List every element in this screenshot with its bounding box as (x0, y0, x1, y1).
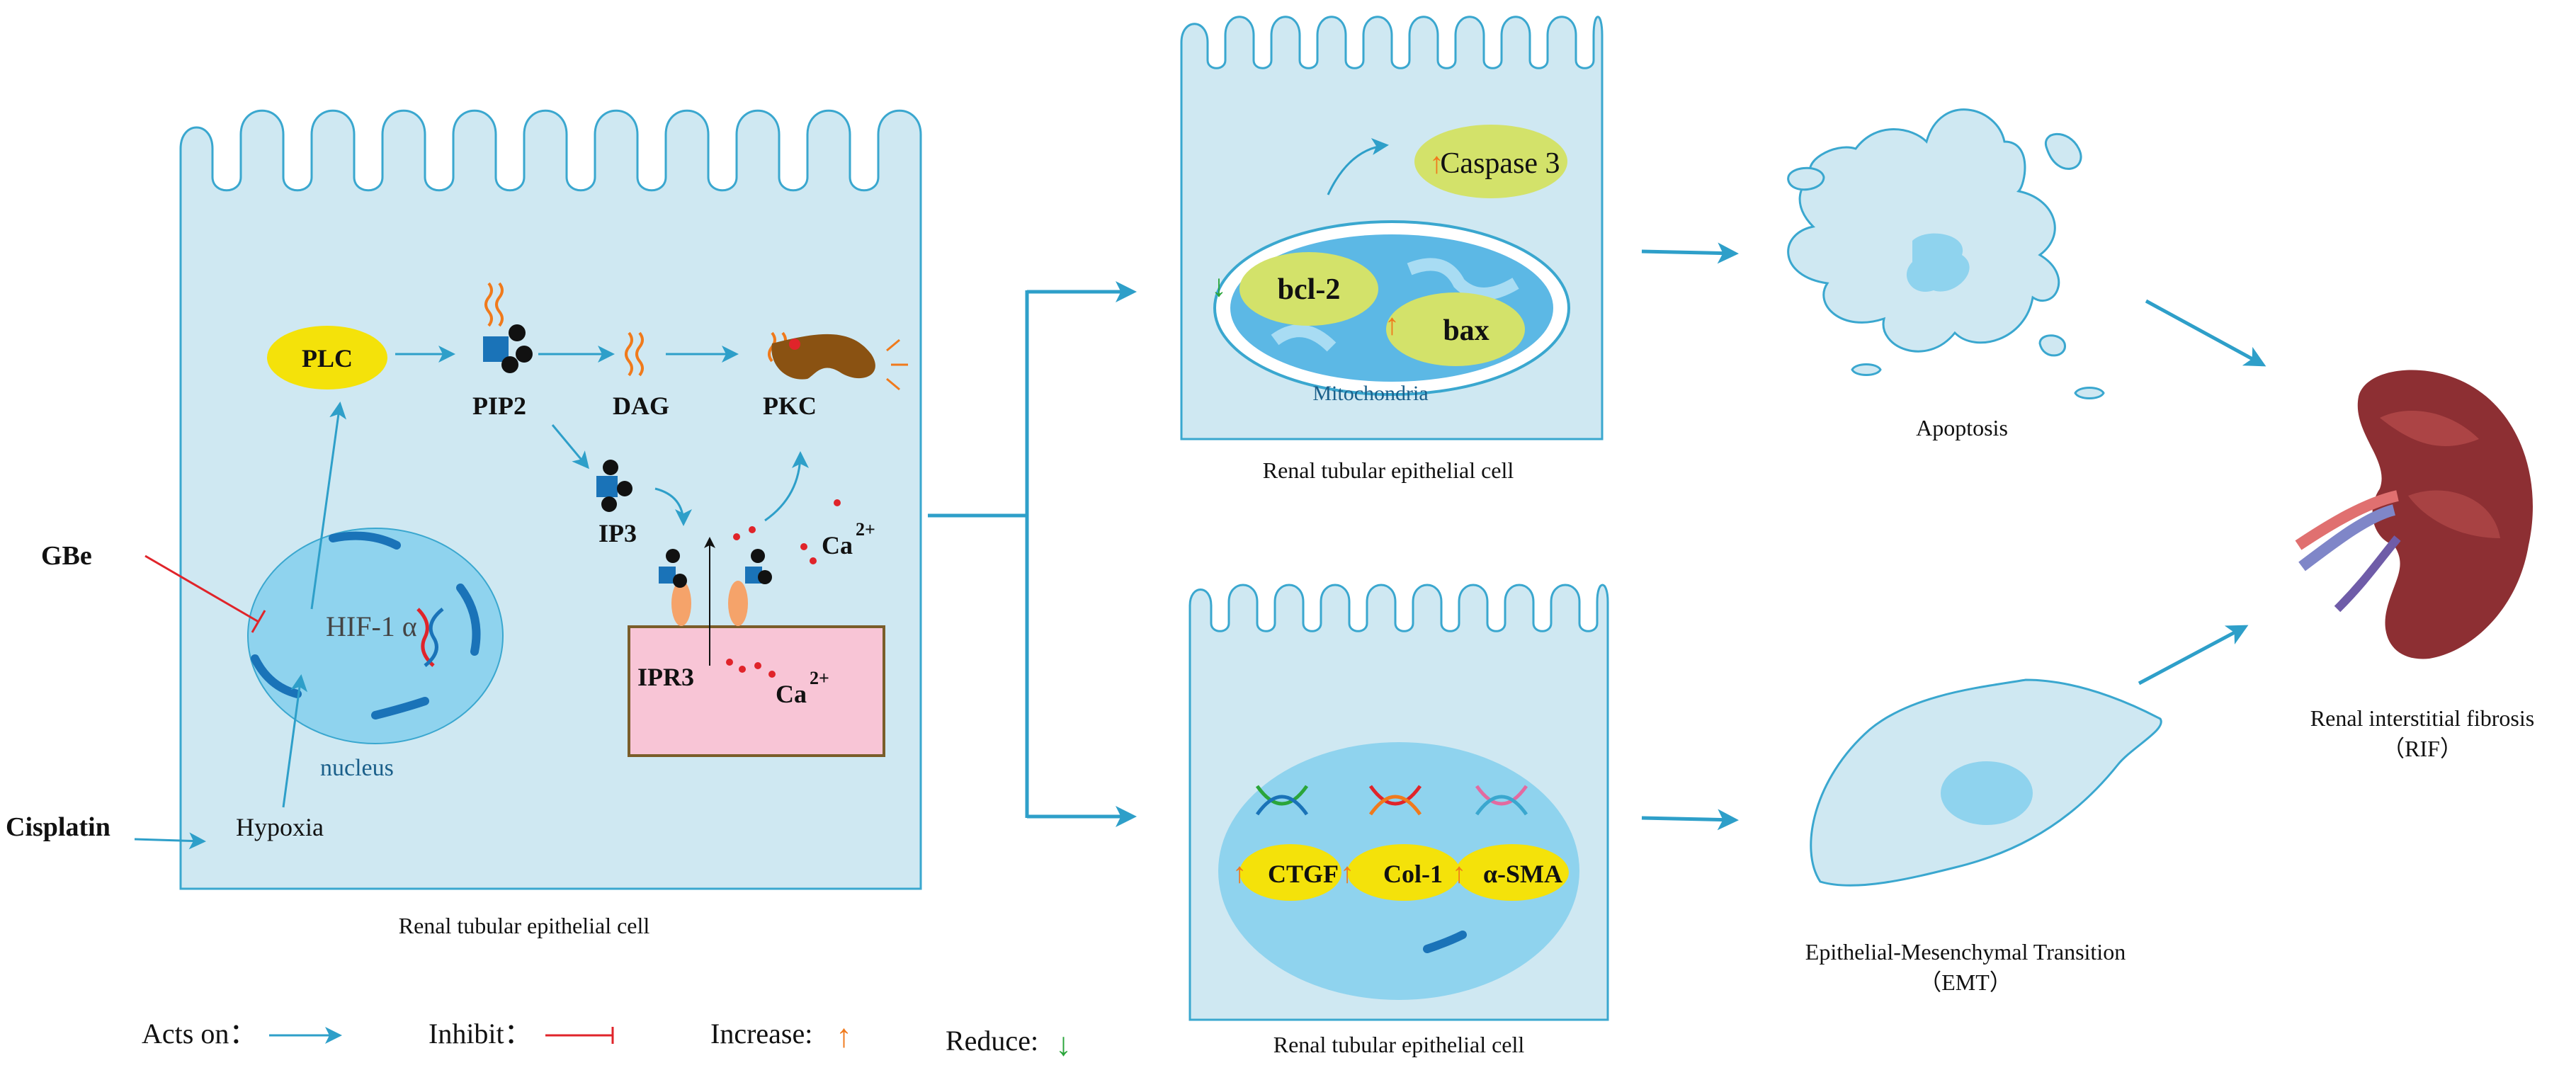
bcl2-protein (1239, 252, 1378, 326)
nucleus-label: nucleus (320, 755, 394, 781)
legend-inhibit-label: Inhibit： (429, 1018, 533, 1050)
reduce-arrow-bcl2: ↓ (1211, 268, 1227, 303)
arrow-pip2-ip3 (551, 424, 589, 470)
ctgf-protein (1239, 844, 1341, 901)
legend-increase-label: Increase: (710, 1018, 812, 1050)
inhibit-arrow-gbe (144, 554, 259, 623)
arrow-to-emt (1641, 809, 1739, 831)
pkc-label: PKC (763, 392, 817, 420)
bax-label: bax (1443, 314, 1489, 347)
ip3-label: IP3 (598, 519, 637, 547)
ctgf-label: CTGF (1268, 860, 1339, 888)
emt-label-line1: Epithelial-Mesenchymal Transition (1805, 939, 2126, 965)
nucleus-chromatin (1423, 931, 1467, 953)
arrow-calcium-pkc (764, 451, 809, 522)
apoptotic-cell (1787, 108, 2105, 399)
increase-arrow-caspase: ↑ (1429, 147, 1444, 180)
endoplasmic-reticulum (628, 625, 885, 757)
emt-label-line2: （EMT） (1919, 969, 2012, 995)
pip2-label: PIP2 (472, 392, 526, 420)
bax-protein (1386, 292, 1525, 366)
nucleus (247, 528, 504, 744)
kidney-icon (2295, 370, 2533, 659)
increase-arrow-bax: ↑ (1385, 309, 1400, 341)
col1-label: Col-1 (1383, 860, 1443, 888)
legend-increase-arrow: ↑ (836, 1018, 852, 1054)
rif-label-line2: （RIF） (2382, 736, 2463, 761)
phosphate-icon (601, 496, 617, 512)
mitochondria-label: Mitochondria (1312, 382, 1428, 405)
pkc-kinase (768, 331, 908, 391)
ca-upper-charge: 2+ (856, 519, 875, 540)
caspase3-protein (1414, 125, 1567, 198)
arrow-to-caspase (1327, 138, 1389, 195)
plc-enzyme (267, 326, 387, 389)
arrow-ip3-ipr3 (654, 487, 692, 526)
gbe-label: GBe (41, 541, 92, 571)
arrow-hypoxia-hif (282, 674, 308, 808)
left-cell-caption: Renal tubular epithelial cell (399, 913, 650, 938)
top-cell-caption: Renal tubular epithelial cell (1263, 457, 1514, 483)
inhibit-bar (251, 610, 266, 633)
bottom-cell: CTGF ↑ Col-1 ↑ α-SMA ↑ Renal tubular epi… (1188, 584, 1609, 1057)
ca-lower-label: Ca (776, 680, 807, 708)
calcium-ions (726, 499, 841, 678)
ca-lower-charge: 2+ (810, 668, 829, 688)
plc-label: PLC (302, 344, 353, 372)
left-cell: HIF-1 α nucleus Hypoxia PLC PIP2 DAG (179, 109, 922, 938)
ip3-molecule (596, 460, 632, 512)
ca-upper-label: Ca (822, 531, 853, 559)
legend-reduce-label: Reduce: (946, 1025, 1038, 1057)
hypoxia-label: Hypoxia (236, 813, 324, 841)
arrow-to-apoptosis (1641, 242, 1739, 264)
ipr3-receptor (659, 549, 772, 626)
lipid-icon (625, 331, 644, 377)
increase-arrow-col1: ↑ (1340, 857, 1354, 889)
dna-icon (1255, 785, 1309, 816)
dna-icon (416, 608, 444, 667)
increase-arrow-asma: ↑ (1452, 857, 1466, 889)
col1-protein (1347, 844, 1460, 901)
top-cell: bcl-2 ↓ bax ↑ Mitochondria ↑ Caspase 3 R… (1180, 16, 1604, 483)
nucleus-chromatin (329, 531, 401, 550)
dna-icon (1475, 785, 1528, 816)
bcl2-label: bcl-2 (1278, 273, 1341, 306)
arrow-apoptosis-rif (2145, 299, 2266, 367)
rif-label-line1: Renal interstitial fibrosis (2310, 705, 2534, 731)
phosphate-icon (617, 481, 632, 496)
arrow-emt-rif (2138, 625, 2249, 686)
dag-label: DAG (613, 392, 669, 420)
bottom-cell-caption: Renal tubular epithelial cell (1273, 1032, 1525, 1057)
legend-reduce-arrow: ↓ (1055, 1026, 1072, 1062)
nucleus-chromatin (251, 654, 302, 698)
pip2-molecule (483, 282, 533, 373)
apoptosis-label: Apoptosis (1916, 415, 2008, 440)
asma-protein (1456, 844, 1569, 901)
hif-label: HIF-1 α (326, 610, 417, 642)
increase-arrow-ctgf: ↑ (1232, 857, 1247, 889)
phosphate-icon (603, 460, 618, 475)
asma-label: α-SMA (1483, 860, 1562, 888)
dna-icon (1368, 785, 1422, 816)
left-cell-membrane (179, 109, 922, 890)
arrow-hif-plc (310, 402, 347, 610)
nucleus-chromatin (456, 584, 481, 656)
cisplatin-label: Cisplatin (6, 812, 110, 842)
emt-cell (1810, 678, 2162, 887)
legend-acts-on-label: Acts on： (142, 1018, 257, 1050)
nucleus-chromatin (371, 697, 429, 719)
ipr3-label: IPR3 (637, 663, 694, 691)
branch-connector (928, 281, 1137, 827)
phosphate-icon (509, 324, 526, 341)
legend: Acts on： Inhibit： Increase: ↑ Reduce: ↓ (142, 1018, 1072, 1062)
caspase3-label: Caspase 3 (1440, 147, 1560, 180)
phosphate-icon (501, 356, 518, 373)
phosphate-icon (516, 346, 533, 363)
arrow-cisplatin-hypoxia (134, 832, 206, 850)
